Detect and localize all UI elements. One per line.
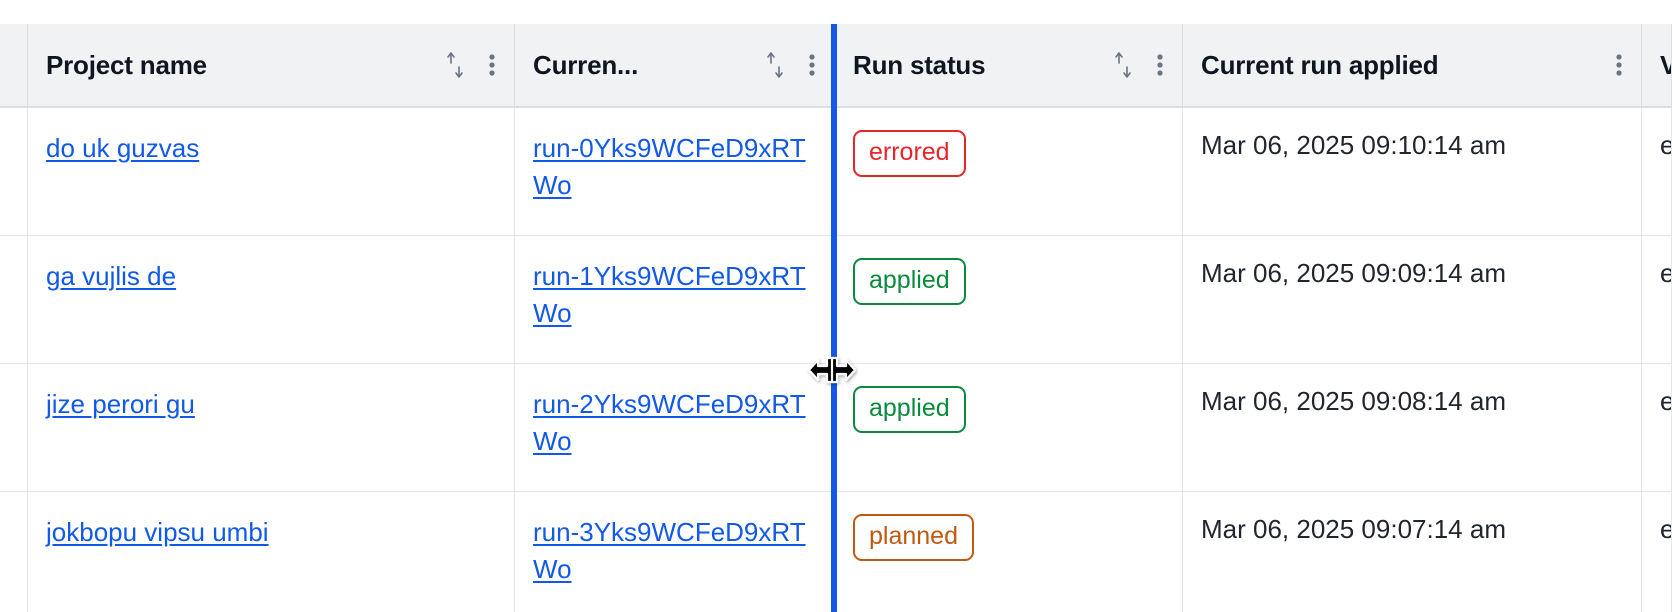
table-header: Project name <box>0 24 1672 108</box>
column-header-label-clipped: V <box>1660 50 1671 80</box>
column-resize-indicator[interactable] <box>831 24 837 612</box>
row-gutter <box>0 236 28 364</box>
run-id-link[interactable]: run-1Yks9WCFeD9xRTWo <box>533 261 806 328</box>
cell-project-name: jokbopu vipsu umbi <box>28 492 515 612</box>
cell-run-status: applied <box>835 236 1183 364</box>
cell-current-run-applied: Mar 06, 2025 09:10:14 am <box>1183 108 1642 236</box>
sort-icon[interactable] <box>444 49 466 81</box>
row-gutter <box>0 364 28 492</box>
header-row: Project name <box>0 24 1672 108</box>
column-header-current-run-applied[interactable]: Current run applied <box>1183 24 1642 108</box>
cell-clipped: e <box>1642 492 1672 612</box>
column-header-label-current-run-applied: Current run applied <box>1201 49 1439 80</box>
status-badge: applied <box>853 386 966 433</box>
sort-icon[interactable] <box>1112 49 1134 81</box>
cell-project-name: do uk guzvas <box>28 108 515 236</box>
table-row: jize perori gu run-2Yks9WCFeD9xRTWo appl… <box>0 364 1672 492</box>
column-header-label-project-name: Project name <box>46 49 207 80</box>
applied-timestamp: Mar 06, 2025 09:09:14 am <box>1201 258 1506 288</box>
cell-project-name: ga vujlis de <box>28 236 515 364</box>
run-id-link[interactable]: run-2Yks9WCFeD9xRTWo <box>533 389 806 456</box>
row-gutter <box>0 108 28 236</box>
column-header-run-status[interactable]: Run status <box>835 24 1183 108</box>
project-name-link[interactable]: jokbopu vipsu umbi <box>46 517 269 547</box>
table-body: do uk guzvas run-0Yks9WCFeD9xRTWo errore… <box>0 108 1672 612</box>
projects-table: Project name <box>0 24 1672 612</box>
project-name-link[interactable]: ga vujlis de <box>46 261 177 291</box>
cell-current-run: run-1Yks9WCFeD9xRTWo <box>515 236 835 364</box>
clipped-cell-text: e <box>1660 514 1671 544</box>
column-menu-icon[interactable] <box>808 49 816 81</box>
cell-clipped: e <box>1642 364 1672 492</box>
column-menu-icon[interactable] <box>1615 49 1623 81</box>
applied-timestamp: Mar 06, 2025 09:07:14 am <box>1201 514 1506 544</box>
sort-icon[interactable] <box>764 49 786 81</box>
run-id-link[interactable]: run-3Yks9WCFeD9xRTWo <box>533 517 806 584</box>
cell-run-status: planned <box>835 492 1183 612</box>
column-header-label-current-run: Curren... <box>533 49 639 80</box>
cell-current-run: run-3Yks9WCFeD9xRTWo <box>515 492 835 612</box>
clipped-cell-text: e <box>1660 130 1671 160</box>
cell-run-status: applied <box>835 364 1183 492</box>
table-scroll-container[interactable]: Project name <box>0 24 1672 612</box>
status-badge: errored <box>853 130 966 177</box>
column-header-clipped[interactable]: V <box>1642 24 1672 108</box>
cell-current-run-applied: Mar 06, 2025 09:07:14 am <box>1183 492 1642 612</box>
clipped-cell-text: e <box>1660 386 1671 416</box>
cell-current-run: run-0Yks9WCFeD9xRTWo <box>515 108 835 236</box>
column-header-project-name[interactable]: Project name <box>28 24 515 108</box>
column-menu-icon[interactable] <box>488 49 496 81</box>
table-row: ga vujlis de run-1Yks9WCFeD9xRTWo applie… <box>0 236 1672 364</box>
project-name-link[interactable]: do uk guzvas <box>46 133 200 163</box>
column-header-gutter <box>0 24 28 108</box>
project-name-link[interactable]: jize perori gu <box>46 389 195 419</box>
status-badge: planned <box>853 514 974 561</box>
cell-clipped: e <box>1642 108 1672 236</box>
cell-current-run-applied: Mar 06, 2025 09:08:14 am <box>1183 364 1642 492</box>
run-id-link[interactable]: run-0Yks9WCFeD9xRTWo <box>533 133 806 200</box>
row-gutter <box>0 492 28 612</box>
clipped-cell-text: e <box>1660 258 1671 288</box>
cell-current-run-applied: Mar 06, 2025 09:09:14 am <box>1183 236 1642 364</box>
cell-project-name: jize perori gu <box>28 364 515 492</box>
column-header-current-run[interactable]: Curren... <box>515 24 835 108</box>
cell-current-run: run-2Yks9WCFeD9xRTWo <box>515 364 835 492</box>
status-badge: applied <box>853 258 966 305</box>
cell-clipped: e <box>1642 236 1672 364</box>
column-menu-icon[interactable] <box>1156 49 1164 81</box>
cell-run-status: errored <box>835 108 1183 236</box>
table-row: jokbopu vipsu umbi run-3Yks9WCFeD9xRTWo … <box>0 492 1672 612</box>
applied-timestamp: Mar 06, 2025 09:08:14 am <box>1201 386 1506 416</box>
table-row: do uk guzvas run-0Yks9WCFeD9xRTWo errore… <box>0 108 1672 236</box>
applied-timestamp: Mar 06, 2025 09:10:14 am <box>1201 130 1506 160</box>
column-header-label-run-status: Run status <box>853 49 986 80</box>
